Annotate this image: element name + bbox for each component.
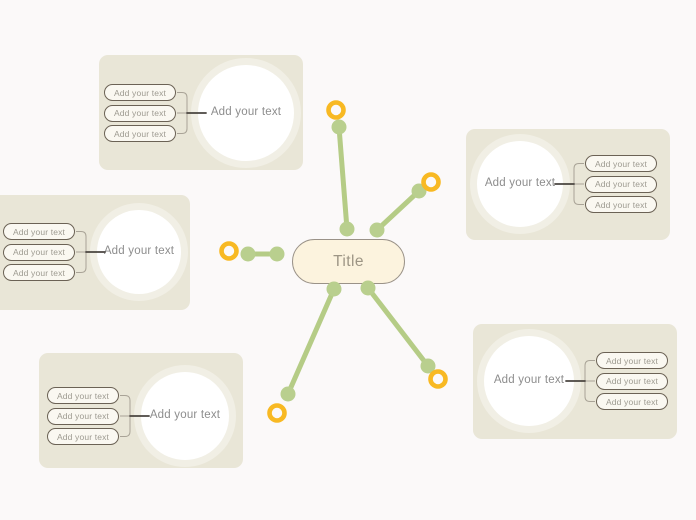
subtopic-pill-label: Add your text [594, 199, 648, 210]
connector-top [336, 124, 350, 232]
subtopic-pill-label: Add your text [605, 376, 659, 386]
connector-lower-left-endpoint-ring [267, 403, 287, 423]
subtopic-pill-label: Add your text [594, 179, 648, 189]
topic-circle-label: Add your text [103, 245, 175, 258]
subtopic-pill[interactable]: Add your text [3, 264, 75, 281]
topic-circle-label: Add your text [484, 177, 556, 190]
connector-lower-right-endpoint-ring [428, 369, 448, 389]
subtopic-pill-label: Add your text [594, 158, 648, 169]
subtopic-pill[interactable]: Add your text [596, 352, 668, 369]
subtopic-pill[interactable]: Add your text [596, 372, 668, 390]
subtopic-pill[interactable]: Add your text [104, 104, 176, 122]
subtopic-pill[interactable]: Add your text [47, 387, 119, 404]
subtopic-pill[interactable]: Add your text [3, 223, 75, 240]
topic-circle-label: Add your text [149, 409, 221, 422]
subtopic-pill-label: Add your text [12, 226, 66, 237]
subtopic-pill-label: Add your text [113, 87, 167, 98]
connector-lower-right-mid-dot [420, 358, 436, 374]
connector-lower-left-nodes[interactable] [267, 281, 342, 423]
connector-lower-right [365, 285, 431, 369]
connector-upper-right [374, 188, 422, 233]
subtopic-pill-label: Add your text [113, 108, 167, 118]
center-title-label: Title [333, 252, 364, 270]
connector-top-endpoint-ring [326, 100, 346, 120]
subtopic-pill[interactable]: Add your text [585, 155, 657, 172]
subtopic-pill-label: Add your text [113, 128, 167, 139]
topic-circle-middle-right[interactable]: Add your text [477, 141, 563, 227]
connector-top-hub-dot [339, 221, 355, 237]
center-title-node[interactable]: Title [292, 239, 405, 284]
subtopic-pill-label: Add your text [605, 355, 659, 366]
connector-upper-right-hub-dot [369, 222, 385, 238]
connector-top-nodes[interactable] [326, 100, 355, 237]
connector-lower-right-nodes[interactable] [360, 280, 448, 389]
connector-lower-left [285, 286, 337, 397]
subtopic-pill[interactable]: Add your text [3, 243, 75, 261]
subtopic-pill-label: Add your text [56, 390, 110, 401]
subtopic-pill[interactable]: Add your text [47, 428, 119, 445]
subtopic-pill[interactable]: Add your text [104, 84, 176, 101]
subtopic-pill[interactable]: Add your text [104, 125, 176, 142]
subtopic-pill[interactable]: Add your text [585, 196, 657, 213]
connector-lower-left-mid-dot [280, 386, 296, 402]
connector-left-endpoint-ring [219, 241, 239, 261]
connector-left-mid-dot [240, 246, 256, 262]
topic-circle-label: Add your text [210, 106, 282, 119]
subtopic-pill[interactable]: Add your text [585, 175, 657, 193]
topic-circle-top-left[interactable]: Add your text [198, 65, 294, 161]
subtopic-pill-label: Add your text [56, 411, 110, 421]
subtopic-pill-label: Add your text [56, 431, 110, 442]
connector-upper-right-endpoint-ring [421, 172, 441, 192]
subtopic-pill[interactable]: Add your text [47, 407, 119, 425]
connector-left-nodes[interactable] [219, 241, 285, 262]
topic-circle-bottom-right[interactable]: Add your text [484, 336, 574, 426]
topic-circle-label: Add your text [493, 374, 565, 387]
subtopic-pill-label: Add your text [12, 247, 66, 257]
connector-top-mid-dot [331, 119, 347, 135]
topic-circle-bottom-left[interactable]: Add your text [141, 372, 229, 460]
connector-upper-right-nodes[interactable] [369, 172, 441, 238]
subtopic-pill-label: Add your text [605, 396, 659, 407]
connector-left-hub-dot [269, 246, 285, 262]
subtopic-pill-label: Add your text [12, 267, 66, 278]
topic-circle-middle-left[interactable]: Add your text [97, 210, 181, 294]
connector-upper-right-mid-dot [411, 183, 427, 199]
subtopic-pill[interactable]: Add your text [596, 393, 668, 410]
